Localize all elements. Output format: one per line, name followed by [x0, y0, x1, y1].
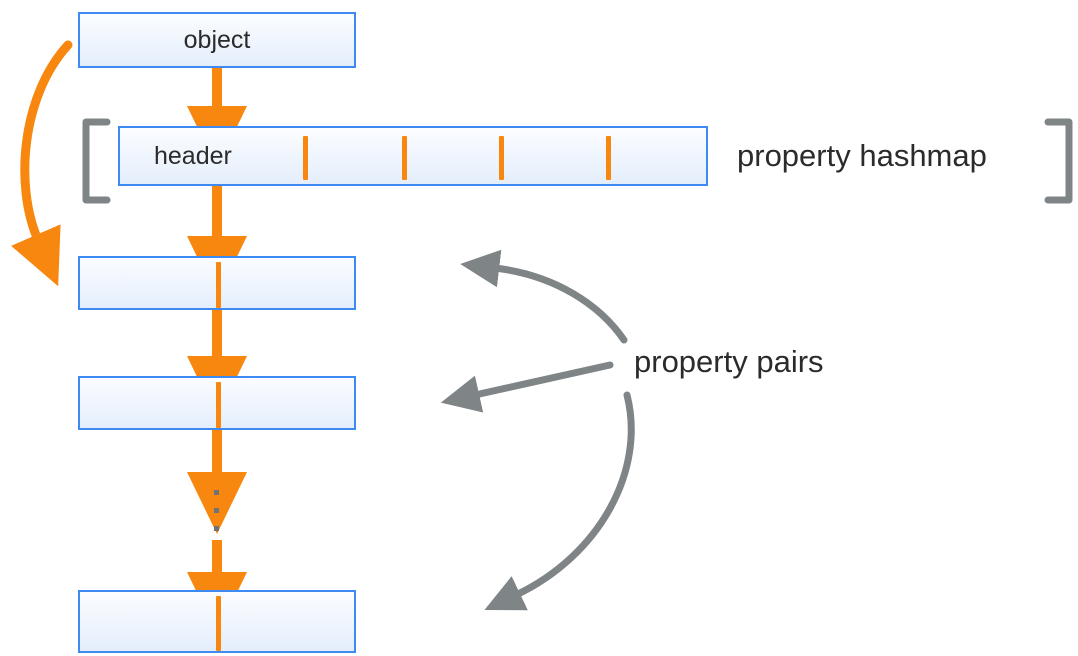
ellipsis-dot-2: [214, 508, 219, 513]
bracket-left-icon: [82, 118, 111, 204]
object-to-pair-curve-arrow: [11, 40, 73, 287]
hashmap-slot-tick-1: [303, 136, 308, 180]
ellipsis-dot-3: [214, 526, 219, 531]
pair-box-3-divider: [216, 596, 221, 651]
header-label: header: [154, 141, 232, 170]
property-pair-box-1[interactable]: [78, 256, 356, 310]
annotation-arrow-upper: [460, 249, 628, 344]
hashmap-slot-tick-3: [499, 136, 504, 180]
pair-box-1-divider: [216, 262, 221, 308]
property-pairs-label: property pairs: [634, 344, 824, 379]
property-pair-box-2[interactable]: [78, 376, 356, 430]
bracket-right-icon: [1044, 118, 1073, 204]
object-box-label: object: [183, 25, 251, 54]
property-hashmap-bar[interactable]: header: [118, 126, 708, 186]
property-pair-box-3[interactable]: [78, 590, 356, 653]
pair-box-2-divider: [216, 382, 221, 428]
annotation-arrow-lower: [484, 391, 635, 611]
hashmap-slot-tick-2: [402, 136, 407, 180]
annotation-arrow-middle: [440, 361, 614, 413]
ellipsis-dot-1: [214, 490, 219, 495]
object-box[interactable]: object: [78, 12, 356, 68]
property-hashmap-label: property hashmap: [737, 138, 987, 173]
hashmap-slot-tick-4: [606, 136, 611, 180]
